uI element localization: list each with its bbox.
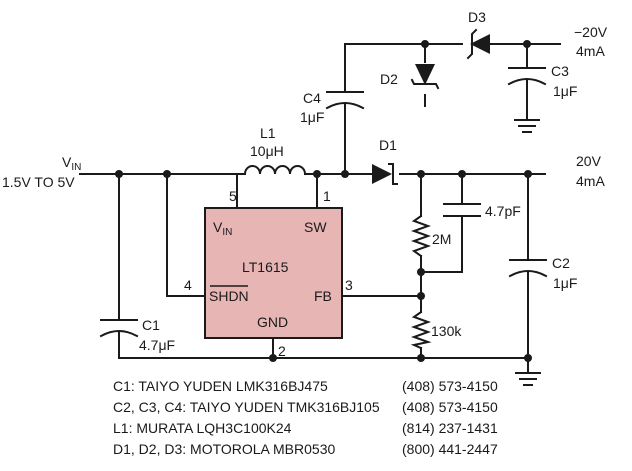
ground-symbol-bottom bbox=[515, 372, 541, 386]
c2-ref: C2 bbox=[552, 255, 570, 271]
diode-d1: D1 bbox=[372, 137, 398, 185]
capacitor-c4: C4 1μF bbox=[300, 90, 365, 125]
pos-output-current: 4mA bbox=[576, 173, 605, 189]
c3-ref: C3 bbox=[551, 63, 569, 79]
capacitor-c1: C1 4.7μF bbox=[99, 317, 175, 353]
capacitor-c2: C2 1μF bbox=[508, 255, 577, 291]
bom-phone-2: (408) 573-4150 bbox=[402, 399, 498, 415]
c3-value: 1μF bbox=[553, 83, 577, 99]
l1-ref: L1 bbox=[260, 125, 276, 141]
bom-phone-1: (408) 573-4150 bbox=[402, 378, 498, 394]
capacitor-c3: C3 1μF bbox=[507, 63, 577, 99]
pos-output-voltage: 20V bbox=[576, 153, 602, 169]
ic-pin-number-3: 3 bbox=[345, 277, 353, 293]
ic-pin-gnd-label: GND bbox=[257, 314, 288, 330]
junction-dots bbox=[115, 40, 532, 362]
bom-parts-4: D1, D2, D3: MOTOROLA MBR0530 bbox=[113, 441, 335, 457]
ic-pin-number-5: 5 bbox=[229, 188, 237, 204]
c1-value: 4.7μF bbox=[139, 337, 175, 353]
ic-pin-number-2: 2 bbox=[278, 343, 286, 359]
ic-pin-number-1: 1 bbox=[323, 188, 331, 204]
ic-part-number: LT1615 bbox=[242, 259, 289, 275]
vin-label: VIN bbox=[62, 154, 81, 173]
neg-output-current: 4mA bbox=[576, 43, 605, 59]
capacitor-feedforward: 4.7pF bbox=[443, 203, 521, 219]
diode-d3: D3 bbox=[466, 9, 490, 60]
ic-pin-fb-label: FB bbox=[314, 288, 332, 304]
d1-ref: D1 bbox=[379, 137, 397, 153]
c4-ref: C4 bbox=[303, 90, 321, 106]
c4-value: 1μF bbox=[300, 109, 324, 125]
resistor-2m: 2M bbox=[411, 214, 451, 258]
bom-parts-1: C1: TAIYO YUDEN LMK316BJ475 bbox=[113, 378, 328, 394]
diode-d2: D2 bbox=[380, 64, 440, 90]
r-top-value: 2M bbox=[432, 231, 451, 247]
bom-phone-3: (814) 237-1431 bbox=[402, 420, 498, 436]
bom-notes: C1: TAIYO YUDEN LMK316BJ475 (408) 573-41… bbox=[113, 378, 498, 457]
bom-parts-3: L1: MURATA LQH3C100K24 bbox=[113, 420, 292, 436]
r-bot-value: 130k bbox=[431, 323, 462, 339]
ic-pin-sw-label: SW bbox=[304, 219, 327, 235]
neg-output-voltage: −20V bbox=[574, 24, 608, 40]
vin-range-label: 1.5V TO 5V bbox=[2, 174, 75, 190]
d3-ref: D3 bbox=[468, 9, 486, 25]
bom-parts-2: C2, C3, C4: TAIYO YUDEN TMK316BJ105 bbox=[113, 399, 380, 415]
resistor-130k: 130k bbox=[410, 310, 462, 350]
d2-ref: D2 bbox=[380, 71, 398, 87]
cff-value: 4.7pF bbox=[485, 203, 521, 219]
c1-ref: C1 bbox=[142, 317, 160, 333]
ground-symbol-top bbox=[514, 119, 540, 133]
ic-pin-shdn-label: SHDN bbox=[209, 288, 249, 304]
ic-pin-vin-label: VIN bbox=[213, 219, 232, 238]
ic-pin-number-4: 4 bbox=[184, 277, 192, 293]
bom-phone-4: (800) 441-2447 bbox=[402, 441, 498, 457]
inductor-l1: L1 10μH bbox=[236, 125, 307, 176]
l1-value: 10μH bbox=[250, 143, 284, 159]
ic-lt1615: VIN SW LT1615 SHDN FB GND 5 1 4 3 2 bbox=[184, 188, 353, 359]
c2-value: 1μF bbox=[553, 275, 577, 291]
